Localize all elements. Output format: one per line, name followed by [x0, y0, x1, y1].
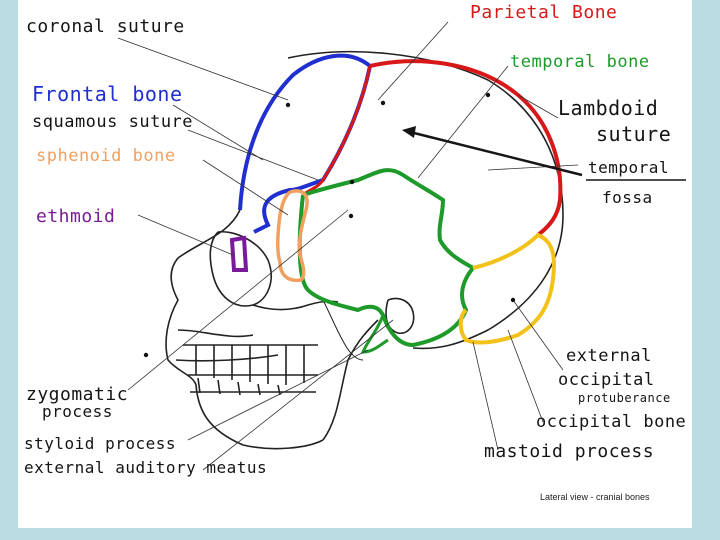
mastoid-outline [360, 314, 389, 354]
pointer-lines [117, 21, 579, 471]
label-temporal-fossa-line2: fossa [602, 188, 653, 207]
label-lambdoid-line2: suture [596, 122, 672, 146]
label-zygomatic-line1: zygomatic [26, 384, 129, 405]
label-ext-occipital-line1: external [566, 346, 652, 366]
label-frontal-bone: Frontal bone [32, 82, 183, 106]
label-squamous-suture: squamous suture [32, 112, 194, 132]
label-zygomatic-line2: process [42, 402, 113, 421]
skull-outline [165, 50, 564, 450]
label-temporal-fossa-line1: temporal [588, 158, 670, 177]
label-ethmoid: ethmoid [36, 206, 116, 227]
occipital-bone-outline [458, 232, 557, 345]
slide: coronal suture Frontal bone squamous sut… [18, 0, 692, 528]
label-occipital-bone: occipital bone [536, 412, 687, 432]
label-external-auditory-meatus: external auditory meatus [24, 458, 268, 477]
label-sphenoid-bone: sphenoid bone [36, 146, 176, 166]
label-styloid-process: styloid process [24, 434, 176, 453]
coronal-suture-line [301, 65, 372, 197]
figure-caption: Lateral view - cranial bones [540, 492, 650, 502]
label-coronal-suture: coronal suture [26, 16, 185, 37]
temporal-bone-outline [297, 168, 477, 348]
landmark-dots [143, 92, 516, 358]
skull-diagram [117, 21, 686, 471]
label-lambdoid-line1: Lambdoid [558, 96, 659, 120]
temporal-fossa-arrow [409, 130, 583, 177]
label-ext-occipital-line2: occipital [558, 370, 655, 390]
label-parietal-bone: Parietal Bone [470, 2, 618, 23]
arrowhead-icon [402, 126, 416, 138]
ethmoid-bone-outline [229, 235, 249, 272]
parietal-bone-outline [369, 59, 563, 237]
sphenoid-bone-outline [275, 189, 309, 283]
frontal-bone-outline [238, 53, 373, 234]
label-temporal-bone: temporal bone [510, 52, 650, 72]
label-mastoid-process: mastoid process [484, 441, 655, 462]
label-ext-occipital-line3: protuberance [578, 391, 671, 405]
